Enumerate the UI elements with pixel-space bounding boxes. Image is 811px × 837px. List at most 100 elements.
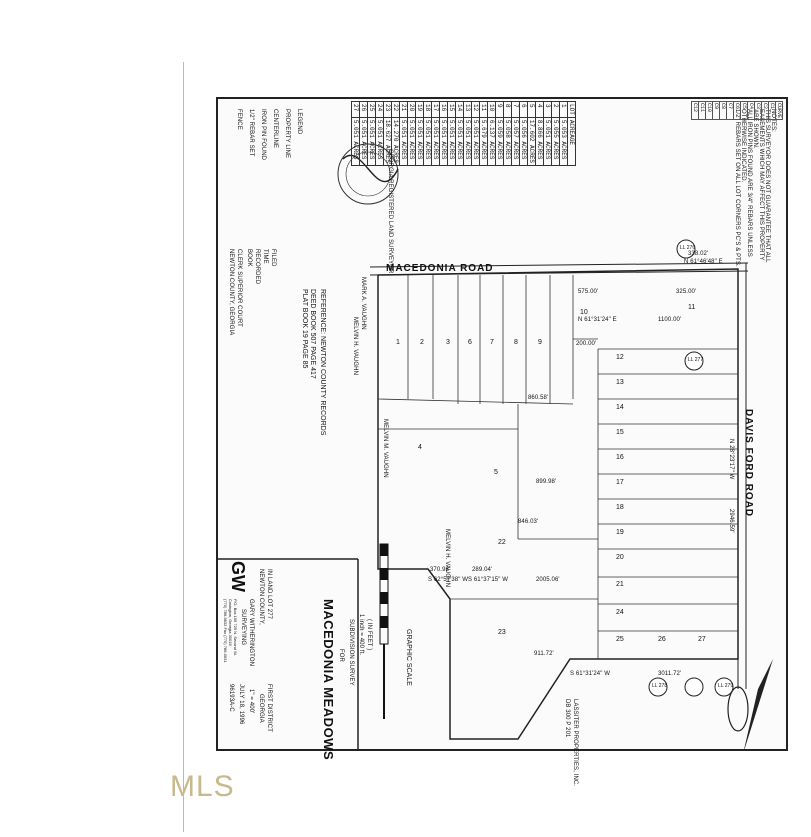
lot-number: 24 [616,609,624,616]
lot-number-cell: 7 [511,101,520,118]
lot-table-header-acreage: ACREAGE [567,117,576,166]
mls-watermark: MLS [170,770,235,803]
lot-number-cell: 21 [399,101,408,118]
curve-cell: C2 [761,101,769,120]
rear-bearing-2: S 61°37'15" W [468,577,508,583]
lot-number: 1 [396,339,400,346]
acreage-cell: 5.051 ACRES [359,117,368,166]
acreage-cell: 17.602 ACRES [527,117,536,166]
firm-name: GARY WITHERINGTON [248,599,254,667]
lot-number: 14 [616,404,624,411]
lot-number-cell: 26 [359,101,368,118]
curve-cell: C8 [719,101,727,120]
title-survey-type: SUBDIVISION SURVEY [348,619,354,686]
lot-number: 6 [468,339,472,346]
acreage-cell: 5.055 ACRES [551,117,560,166]
legend-item: 1/2" REBAR SET [248,109,254,157]
lot-number-cell: 11 [479,101,488,118]
note-line: 1/2" REBARS SET ON ALL LOT CORNERS PC'S … [734,109,740,267]
acreage-cell: 5.051 ACRES [415,117,424,166]
acreage-cell: 5.051 ACRES [407,117,416,166]
lot-line-distance: 1100.00' [658,317,682,323]
curve-cell: C9 [712,101,720,120]
owner-label: MARK A. VAUGHN [360,277,366,330]
owner-deed: DB 300 P 201 [564,699,570,738]
title-land-lot: IN LAND LOT 277 [266,569,272,620]
firm-logo: GW [228,561,248,592]
lot-number-cell: 14 [455,101,464,118]
lot-number-cell: 13 [463,101,472,118]
lot-number: 21 [616,581,624,588]
surveyor-seal-text: GEORGIA REGISTERED LAND SURVEYOR [387,149,393,274]
lot-number-cell: 1 [559,101,568,118]
acreage-cell: 5.051 ACRES [431,117,440,166]
lot-number-cell: 18 [423,101,432,118]
lot-number: 27 [698,636,706,643]
macedonia-road-label: MACEDONIA ROAD [386,263,494,274]
macedonia-distance: 338.02' [688,251,709,257]
lot-number: 17 [616,479,624,486]
title-scale: 1" = 400' [248,689,254,714]
filing-county: NEWTON COUNTY, GEORGIA [228,249,234,336]
curve-cell: C11 [698,101,706,120]
rear-distance-a: 370.98' [430,567,451,573]
lot-number-cell: 3 [543,101,552,118]
acreage-cell: 5.679 ACRES [479,117,488,166]
dist-911: 911.72' [534,651,554,657]
lot-number-cell: 9 [495,101,504,118]
acreage-cell: 5.056 ACRES [519,117,528,166]
land-lot-marker: LL 277 [688,357,704,363]
curve-cell: C3 [754,101,762,120]
acreage-cell: 5.053 ACRES [559,117,568,166]
south-line-distance: 3011.72' [658,671,682,677]
title-date: JULY 18, 1996 [238,684,244,725]
plat-book: PLAT BOOK 19 PAGE 85 [301,289,308,369]
acreage-cell: 5.051 ACRES [447,117,456,166]
davis-ford-bearing: N 28°23'17" W [728,439,734,480]
lot-number-cell: 23 [383,101,392,118]
notes-block: NOTES: THIS SURVEYOR DOES NOT GUARANTEE … [734,109,776,267]
lot-number: 25 [616,636,624,643]
lot-number: 15 [616,429,624,436]
lot-number: 18 [616,504,624,511]
legend-title: LEGEND [296,109,302,135]
curve-table-header: CURVE [775,101,783,120]
lot-number-cell: 2 [551,101,560,118]
lot-number: 10 [580,309,588,316]
owner-label: MELVIN H. VAUGHN [444,529,450,588]
note-line: ALL IRON PINS FOUND ARE 3/4" REBARS UNLE… [746,109,752,257]
front-distance: 200.00' [576,341,597,347]
firm-address: P.O. Box 155 725 N. Second St. [233,599,238,656]
lot-number: 5 [494,469,498,476]
deed-book: DEED BOOK 507 PAGE 417 [309,289,316,379]
curve-cell: C6 [733,101,741,120]
davis-ford-road-label: DAVIS FORD ROAD [743,409,754,518]
owner-label: LASSITER PROPERTIES, INC. [572,699,578,787]
filing-time: TIME [262,249,268,264]
acreage-cell: 8.866 ACRES [535,117,544,166]
acreage-cell: 5.051 ACRES [367,117,376,166]
lot11-distance-325: 325.00' [676,289,697,295]
lot-number: 20 [616,554,624,561]
curve-cell: C1 [768,101,776,120]
filing-filed: FILED [270,249,276,267]
lot-number-cell: 12 [471,101,480,118]
lot-number-cell: 10 [487,101,496,118]
lot-number: 4 [418,444,422,451]
firm-phone: (770) 786-5832 Fax (770) 786-0631 [223,599,228,663]
title-job-number: 96193A-C [228,684,234,712]
page-edge-line [183,62,184,832]
firm-city: Covington, Georgia 30015 [228,599,233,646]
owner-label: MELVIN M. VAUGHN [382,419,388,478]
macedonia-bearing: N 61°46'48" E [684,259,723,265]
